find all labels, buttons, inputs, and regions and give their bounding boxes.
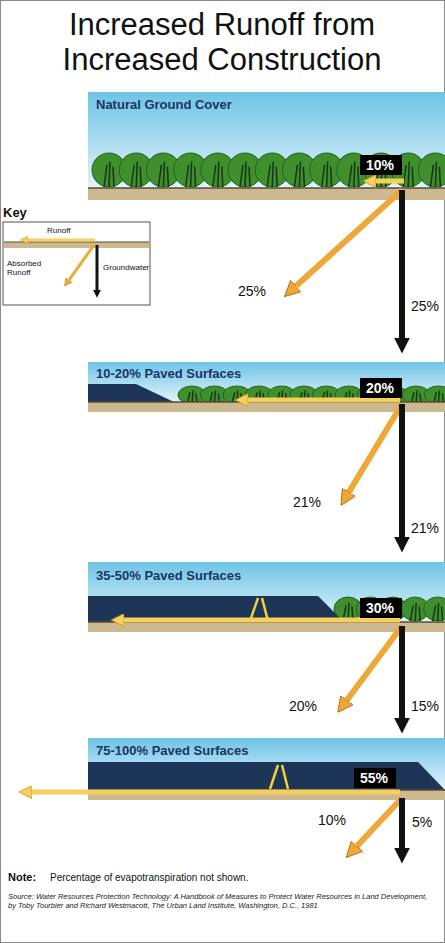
percent-label: 5%: [412, 814, 432, 830]
diagram-title: Increased Runoff from Increased Construc…: [22, 8, 422, 77]
percent-label: 10%: [318, 812, 346, 828]
grass-blade: [131, 162, 141, 188]
sky-band: [88, 562, 445, 622]
groundwater-arrow: [97, 190, 402, 848]
scene-panel: 75-100% Paved Surfaces 55%: [88, 738, 445, 802]
grass-blade: [433, 603, 443, 621]
runoff-arrow: [248, 398, 400, 403]
shrub: [418, 153, 445, 187]
key-label: Absorbed Runoff: [7, 260, 61, 278]
sky-band: [88, 92, 445, 790]
absorbed-runoff-arrow: [69, 190, 402, 846]
runoff-percent-box: 20%: [360, 378, 402, 398]
panel-heading: Natural Ground Cover: [96, 97, 232, 112]
shrub: [424, 597, 445, 621]
runoff-arrow: [124, 618, 400, 623]
runoff-arrow: [28, 181, 404, 792]
key-box: [3, 222, 150, 305]
groundwater-arrow: [399, 404, 405, 537]
grass-blade: [267, 162, 277, 188]
groundwater-arrow: [96, 245, 99, 290]
grass-blade: [410, 603, 420, 621]
absorbed-runoff-arrow: [357, 798, 402, 846]
percent-label: 25%: [238, 283, 266, 299]
panel-heading: 10-20% Paved Surfaces: [96, 366, 241, 381]
note-heading: Note:: [8, 871, 36, 883]
grass-blade: [213, 162, 223, 188]
percent-label: 20%: [289, 698, 317, 714]
pavement: [88, 762, 445, 790]
scene-panel: Natural Ground Cover 10%: [88, 92, 445, 202]
percent-value: 30%: [366, 600, 394, 616]
runoff-percent-box: 10%: [360, 155, 402, 175]
percent-label: 21%: [411, 520, 439, 536]
groundwater-arrow: [399, 626, 405, 718]
panel-heading: 35-50% Paved Surfaces: [96, 568, 241, 583]
pavement: [88, 384, 174, 402]
source-citation: Source: Water Resources Protection Techn…: [8, 892, 436, 911]
key-box: [4, 242, 149, 243]
key-label: Runoff: [47, 227, 70, 236]
grass-blade: [240, 162, 250, 188]
pavement: [270, 765, 278, 789]
key-heading: Key: [3, 205, 27, 220]
absorbed-runoff-arrow: [69, 245, 94, 280]
runoff-arrow: [376, 179, 404, 184]
grass-blade: [186, 162, 196, 188]
key-panel: KeyRunoffAbsorbed RunoffGroundwater: [3, 222, 150, 305]
grass-blade: [294, 162, 304, 188]
percent-label: 25%: [411, 298, 439, 314]
absorbed-runoff-arrow: [296, 190, 402, 286]
ground-strip: [88, 402, 445, 412]
runoff-percent-box: 55%: [354, 768, 396, 788]
key-label: Groundwater: [103, 264, 149, 273]
percent-value: 55%: [360, 770, 388, 786]
runoff-arrow: [32, 790, 400, 795]
percent-value: 20%: [366, 380, 394, 396]
groundwater-arrow: [399, 190, 405, 338]
key-box: [4, 242, 149, 248]
absorbed-runoff-arrow: [349, 404, 402, 492]
percent-label: 15%: [411, 698, 439, 714]
grass-blade: [158, 162, 168, 188]
percent-label: 21%: [293, 494, 321, 510]
key-box: [3, 222, 150, 305]
runoff-percent-box: 30%: [360, 598, 402, 618]
grass-blade: [430, 162, 440, 188]
grass-blade: [104, 162, 114, 188]
scene-panel: 35-50% Paved Surfaces 30%: [88, 562, 445, 634]
ground-strip: [88, 187, 445, 189]
panel-heading: 75-100% Paved Surfaces: [96, 743, 248, 758]
grass-blade: [322, 162, 332, 188]
sky-band: [88, 738, 445, 790]
grass-blade: [349, 162, 359, 188]
pavement: [282, 765, 288, 789]
scene-panel: 10-20% Paved Surfaces 20%: [88, 362, 445, 414]
grass-blade: [403, 162, 413, 188]
absorbed-runoff-arrow: [347, 626, 402, 700]
percent-value: 10%: [366, 157, 394, 173]
ground-strip: [88, 622, 445, 632]
groundwater-arrow: [399, 798, 405, 848]
runoff-arrow: [28, 239, 95, 242]
sky-band: [88, 92, 445, 188]
pavement: [88, 384, 445, 790]
note-text: Percentage of evapotranspiration not sho…: [50, 872, 248, 883]
